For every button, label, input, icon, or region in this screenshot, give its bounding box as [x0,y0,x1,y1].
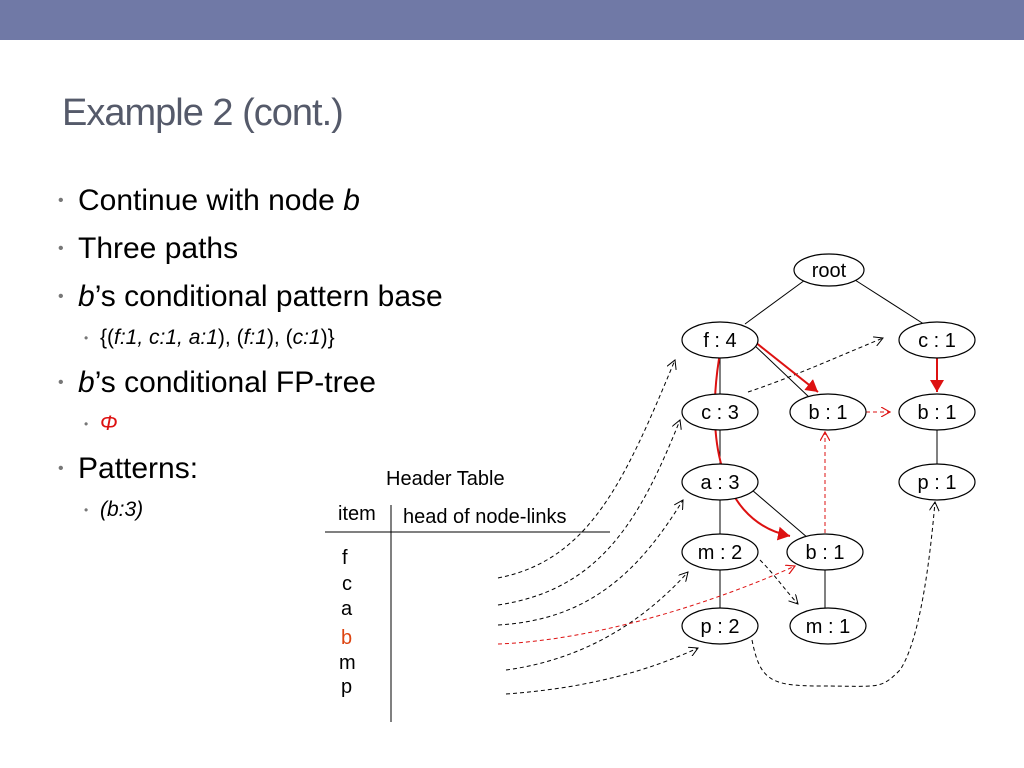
node-a3: a : 3 [681,463,759,501]
svg-text:b : 1: b : 1 [918,402,957,424]
svg-text:b : 1: b : 1 [806,542,845,564]
node-b1-c: b : 1 [786,533,864,571]
bullet-patterns: Patterns: [58,454,618,485]
svg-text:p : 1: p : 1 [918,472,957,494]
bullet-list: Continue with node b Three paths b’s con… [58,186,618,540]
top-bar [0,0,1024,40]
node-c1: c : 1 [898,321,976,359]
slide-title: Example 2 (cont.) [62,92,344,134]
header-col-item: item [338,503,376,525]
bullet-three-paths: Three paths [58,234,618,265]
bullet-pattern-base: b’s conditional pattern base [58,282,618,313]
header-links [497,360,698,695]
item-b: b [341,627,352,649]
svg-text:b : 1: b : 1 [809,402,848,424]
bullet-fp-tree: b’s conditional FP-tree [58,368,618,399]
b-node-links [825,412,890,533]
node-b1-b: b : 1 [898,393,976,431]
svg-text:c : 3: c : 3 [701,402,739,424]
item-c: c [342,573,352,595]
item-p: p [341,676,352,698]
bullet-continue: Continue with node b [58,186,618,217]
path-arrows [713,333,944,541]
svg-text:root: root [812,260,847,282]
phi-symbol: Φ [100,412,118,435]
header-link-b [497,566,795,645]
item-m: m [339,652,356,674]
node-p1: p : 1 [898,463,976,501]
header-table-title: Header Table [386,468,505,490]
sub-bullet-pattern-base: {(f:1, c:1, a:1), (f:1), (c:1)} [84,326,618,350]
svg-text:f : 4: f : 4 [703,330,736,352]
svg-text:p : 2: p : 2 [701,616,740,638]
node-links [747,338,935,687]
item-a: a [341,598,353,620]
node-b1-a: b : 1 [789,393,867,431]
svg-text:m : 1: m : 1 [806,616,850,638]
node-m1: m : 1 [789,607,867,645]
svg-text:m : 2: m : 2 [698,542,742,564]
node-c3: c : 3 [681,393,759,431]
svg-text:a : 3: a : 3 [701,472,740,494]
node-m2: m : 2 [681,533,759,571]
svg-text:c : 1: c : 1 [918,330,956,352]
header-col-head: head of node-links [403,506,566,528]
item-f: f [342,547,348,569]
node-p2: p : 2 [681,607,759,645]
sub-bullet-phi: Φ [84,412,618,436]
node-f4: f : 4 [681,321,759,359]
node-root: root [793,253,865,287]
sub-bullet-pattern: (b:3) [84,498,618,522]
